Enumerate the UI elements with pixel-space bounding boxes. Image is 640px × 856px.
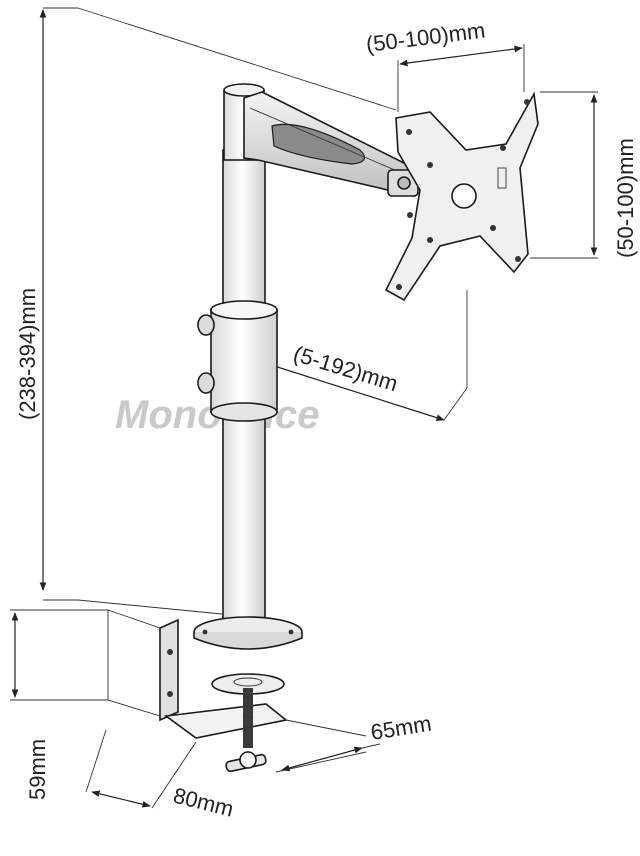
support-pole [197, 83, 278, 633]
vesa-mount-plate [384, 91, 539, 302]
pole-height-label: (238-394)mm [15, 288, 40, 420]
vesa-height-dimension: (50-100)mm [530, 91, 638, 259]
clamp-width-label: 65mm [369, 711, 433, 745]
vesa-width-dimension: (50-100)mm [365, 18, 525, 112]
tilt-arm [243, 91, 419, 197]
clamp-depth-label: 80mm [171, 783, 236, 822]
clamp-width-dimension: 65mm [275, 711, 433, 773]
clamp-height-label: 59mm [25, 739, 50, 800]
arm-extension-label: (5-192)mm [291, 341, 401, 396]
desk-clamp [107, 609, 303, 773]
vesa-height-label: (50-100)mm [613, 138, 638, 258]
pole-height-dimension: (238-394)mm [15, 7, 397, 615]
clamp-height-dimension: 59mm [10, 609, 108, 800]
clamp-depth-dimension: 80mm [85, 729, 236, 822]
vesa-width-label: (50-100)mm [365, 18, 487, 57]
